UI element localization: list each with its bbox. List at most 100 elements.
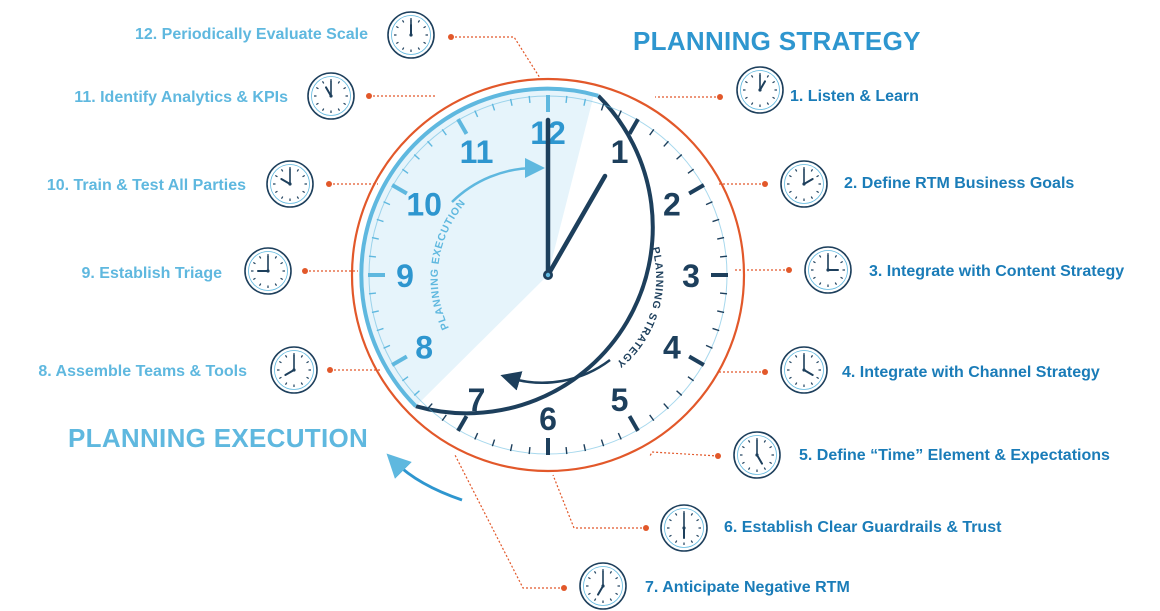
clock-number-6: 6 <box>539 401 557 437</box>
clock-number-3: 3 <box>682 258 700 294</box>
minute-tick <box>712 327 720 332</box>
step-label-7: 7. Anticipate Negative RTM <box>645 579 850 596</box>
minute-tick <box>676 154 683 160</box>
hour-tick <box>456 415 469 432</box>
clock-number-1: 1 <box>611 134 629 170</box>
minute-tick <box>413 154 420 160</box>
minute-tick <box>663 403 669 410</box>
minute-tick <box>427 403 433 410</box>
minute-tick <box>663 140 669 147</box>
step-label-8: 8. Assemble Teams & Tools <box>38 363 247 380</box>
minute-tick <box>383 344 391 349</box>
minute-tick <box>401 376 409 382</box>
minute-tick <box>687 168 695 174</box>
clock-ticks <box>368 95 728 455</box>
step-label-3: 3. Integrate with Content Strategy <box>869 263 1125 280</box>
minute-tick <box>491 103 496 111</box>
step-label-4: 4. Integrate with Channel Strategy <box>842 364 1100 381</box>
leader-lines <box>302 34 792 591</box>
step-label-1: 1. Listen & Learn <box>790 88 919 105</box>
clock-number-11: 11 <box>460 134 494 170</box>
mini-clocks <box>244 11 852 610</box>
minute-tick <box>441 414 447 422</box>
minute-tick <box>376 327 384 332</box>
step-label-6: 6. Establish Clear Guardrails & Trust <box>724 519 1002 536</box>
clock-center-pin-inner <box>545 272 551 278</box>
minute-tick <box>676 390 683 396</box>
mini-clock-icon <box>270 346 318 394</box>
strategy-arrow <box>500 359 611 391</box>
hour-tick <box>627 118 640 135</box>
leader-dot <box>786 267 792 273</box>
leader-dot <box>715 453 721 459</box>
step-label-5: 5. Define “Time” Element & Expectations <box>799 447 1110 464</box>
leader-dot <box>762 369 768 375</box>
clock-number-5: 5 <box>611 382 629 418</box>
mini-clock-icon <box>660 504 708 552</box>
clock-outer-ring <box>350 77 746 473</box>
minute-tick <box>441 128 447 136</box>
minute-tick <box>687 376 695 382</box>
clock-number-8: 8 <box>415 330 433 366</box>
leader-line <box>454 454 564 589</box>
minute-tick <box>717 236 725 240</box>
minute-tick <box>705 344 713 349</box>
strategy-rim-arc <box>415 94 655 416</box>
minute-tick <box>719 292 728 295</box>
clock-number-7: 7 <box>468 382 486 418</box>
mini-clock-icon <box>736 66 784 114</box>
minute-tick <box>528 446 531 455</box>
step-label-12: 12. Periodically Evaluate Scale <box>134 26 368 43</box>
clock-number-10: 10 <box>406 187 442 223</box>
minute-tick <box>617 432 622 440</box>
leader-dot <box>643 525 649 531</box>
mini-clock-icon <box>244 247 292 295</box>
mini-clock-icon <box>387 11 435 59</box>
minute-tick <box>712 218 720 223</box>
minute-tick <box>368 292 377 295</box>
minute-tick <box>509 444 513 452</box>
minute-tick <box>427 140 433 147</box>
hour-tick <box>391 183 408 196</box>
minute-tick <box>474 110 479 118</box>
hour-tick <box>688 183 705 196</box>
hour-hand <box>545 173 608 278</box>
mini-clock-icon <box>804 246 852 294</box>
minute-tick <box>383 201 391 206</box>
step-label-2: 2. Define RTM Business Goals <box>844 175 1075 192</box>
minute-tick <box>583 444 587 452</box>
planning-execution-title: PLANNING EXECUTION <box>68 423 369 453</box>
execution-rim-arc <box>359 86 599 408</box>
minute-tick <box>583 98 587 106</box>
leader-line <box>649 451 719 457</box>
minute-tick <box>401 168 409 174</box>
minute-tick <box>600 439 605 447</box>
leader-dot <box>717 94 723 100</box>
minute-tick <box>649 414 655 422</box>
minute-tick <box>600 103 605 111</box>
minute-tick <box>376 218 384 223</box>
minute-tick <box>719 255 728 258</box>
minute-tick <box>491 439 496 447</box>
hour-tick <box>391 354 408 367</box>
minute-tick <box>617 110 622 118</box>
step-label-11: 11. Identify Analytics & KPIs <box>74 89 288 106</box>
execution-arrow <box>451 157 545 203</box>
step-label-10: 10. Train & Test All Parties <box>46 177 246 194</box>
minute-tick <box>649 128 655 136</box>
leader-dot <box>561 585 567 591</box>
leader-dot <box>366 93 372 99</box>
leader-dot <box>326 181 332 187</box>
leader-dot <box>302 268 308 274</box>
hour-tick <box>456 118 469 135</box>
leader-dot <box>448 34 454 40</box>
mini-clock-icon <box>266 160 314 208</box>
minute-tick <box>474 432 479 440</box>
minute-tick <box>413 390 420 396</box>
hour-tick <box>688 354 705 367</box>
leader-line <box>451 36 541 79</box>
minute-tick <box>371 236 379 240</box>
mini-clock-icon <box>733 431 781 479</box>
